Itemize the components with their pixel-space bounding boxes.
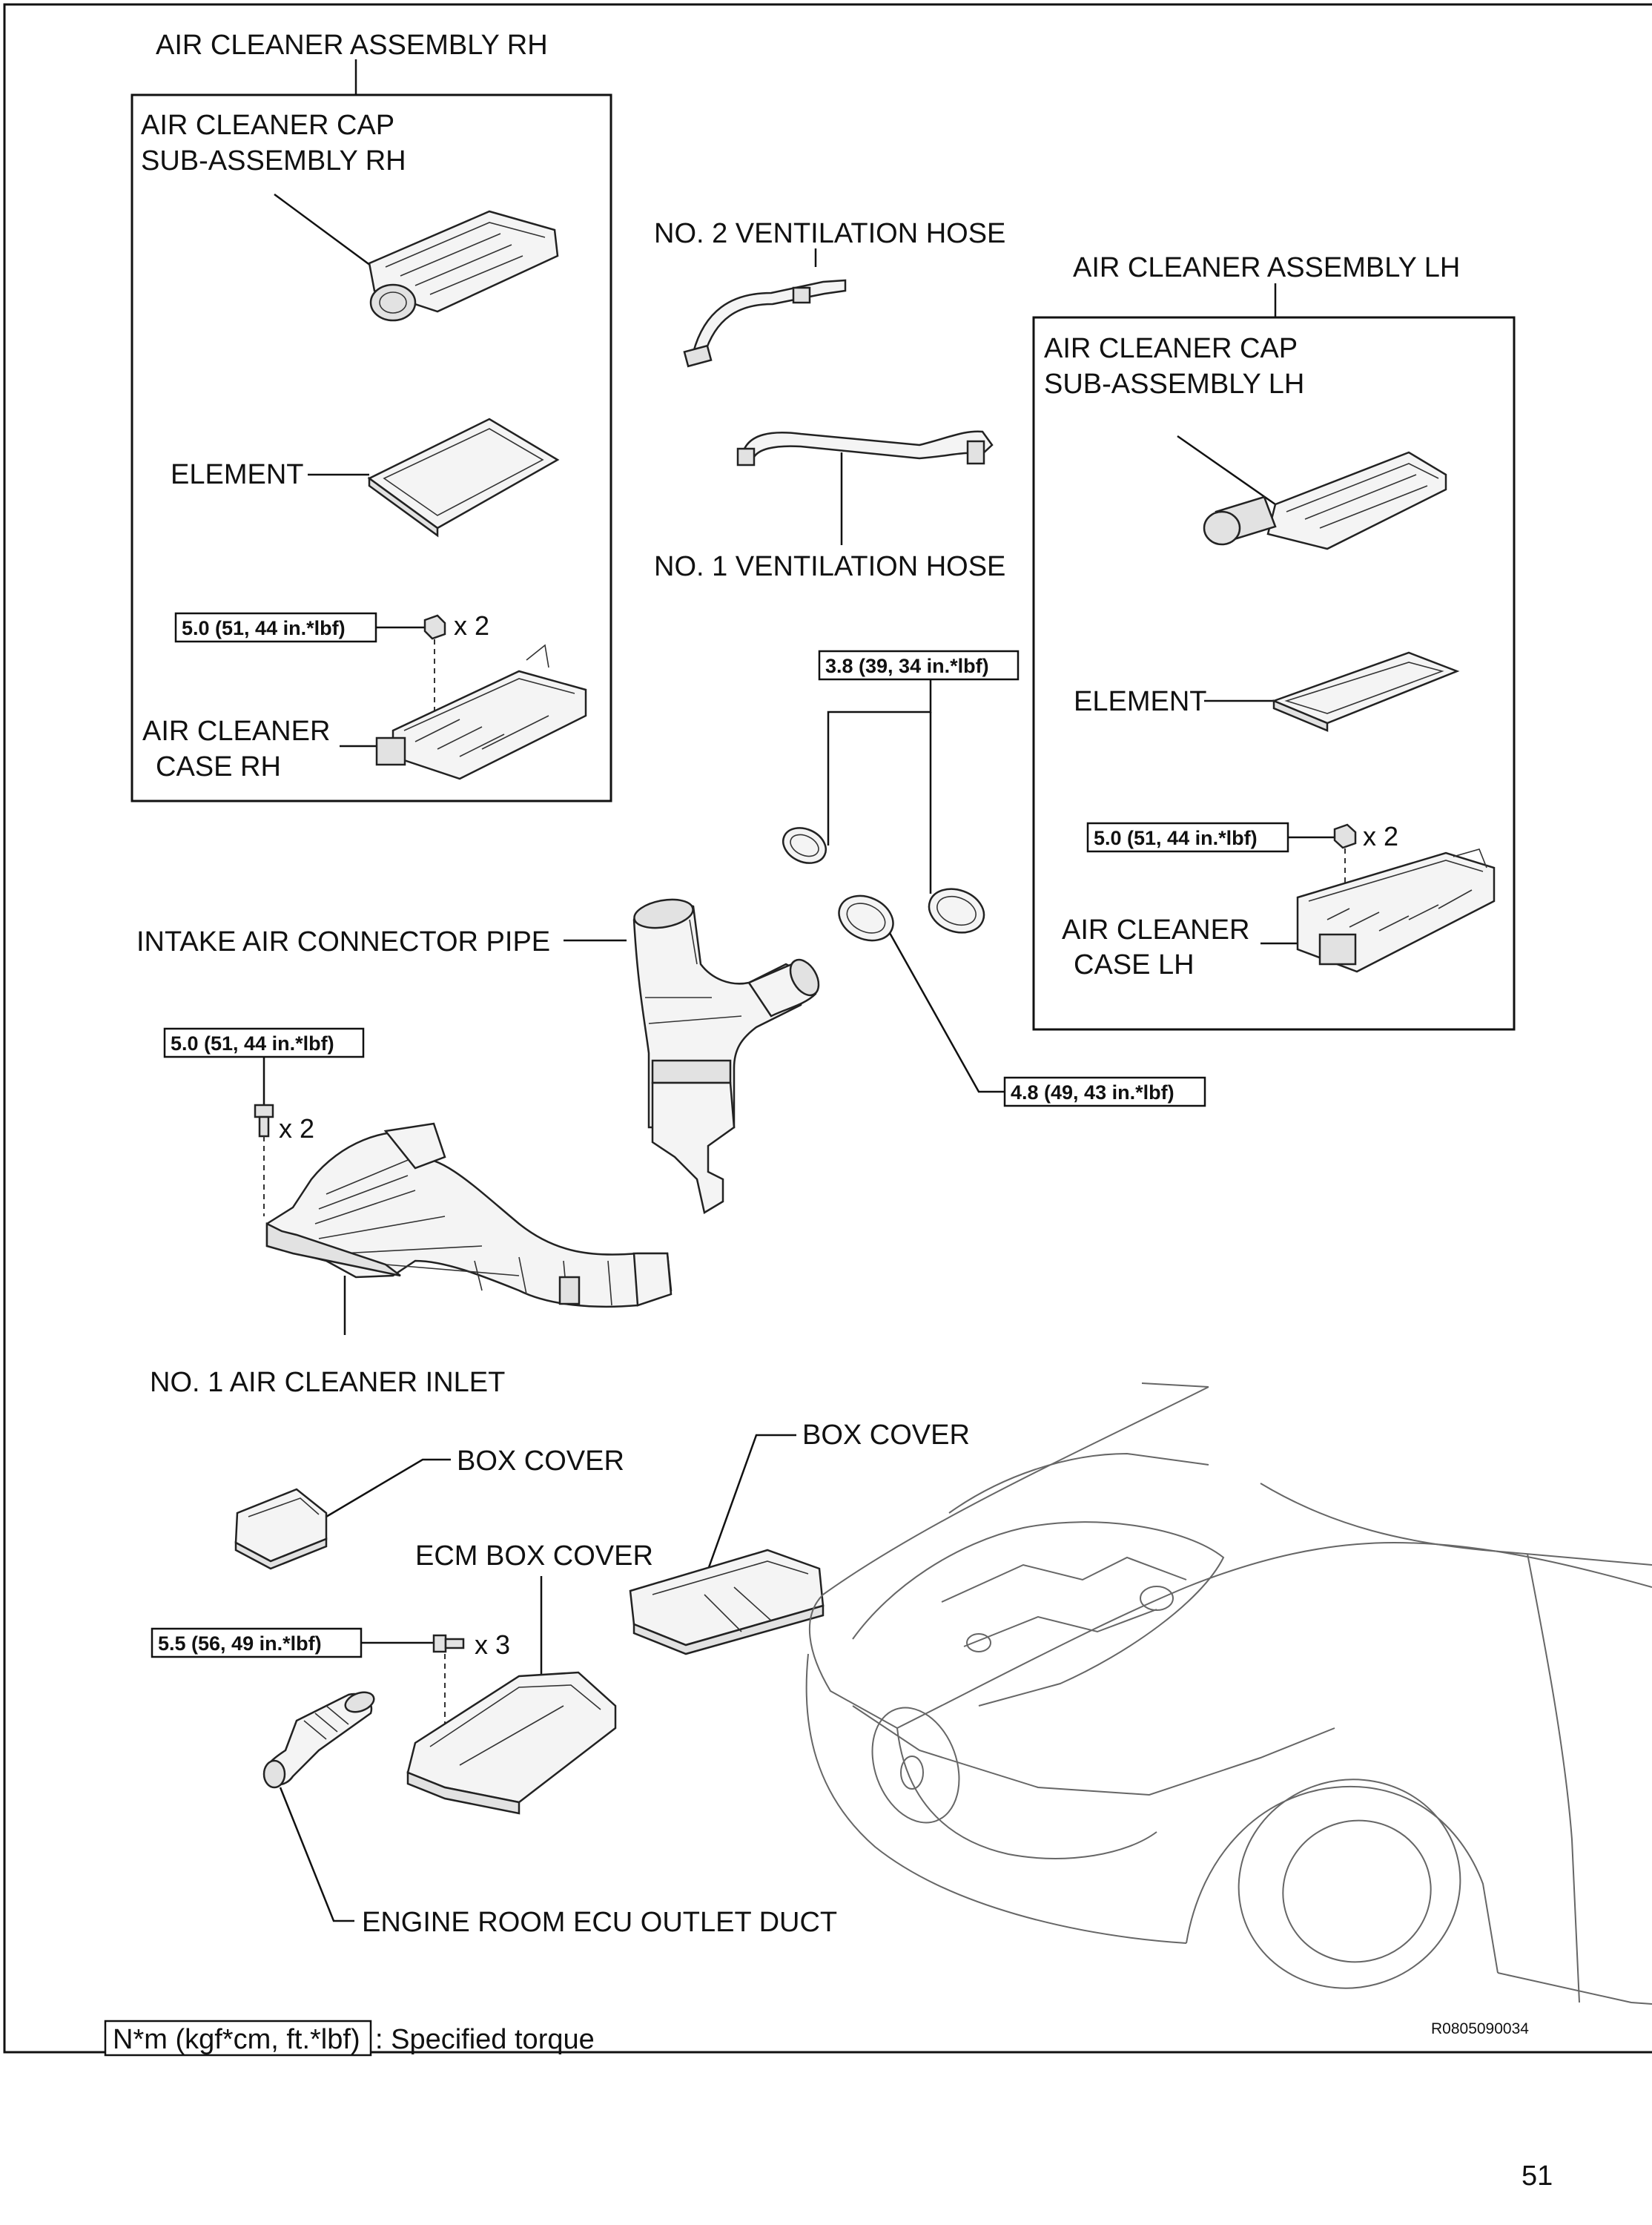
air-cleaner-case-rh-part (375, 644, 587, 780)
label-case-rh-1: AIR CLEANER (142, 716, 330, 747)
page-number: 51 (1522, 2160, 1553, 2192)
diagram-frame (3, 3, 1652, 2054)
torque-clamp-upper: 3.8 (39, 34 in.*lbf) (825, 655, 989, 677)
rh-assembly-box (130, 93, 612, 802)
hose-clamp-lower (838, 894, 894, 942)
bolt-icon (254, 1104, 274, 1138)
ventilation-hose-2-part (683, 279, 847, 368)
qty-ecm-cover: x 3 (475, 1629, 510, 1660)
air-cleaner-cap-rh-part (368, 210, 559, 322)
label-cap-lh-1: AIR CLEANER CAP (1044, 333, 1298, 364)
element-rh-part (367, 418, 560, 538)
label-cap-rh-2: SUB-ASSEMBLY RH (141, 145, 406, 177)
label-vent-hose-1: NO. 1 VENTILATION HOSE (654, 551, 1005, 582)
air-cleaner-case-lh-part (1296, 848, 1496, 973)
qty-rh-case: x 2 (454, 610, 489, 641)
label-element-lh: ELEMENT (1074, 686, 1206, 717)
label-box-cover-left: BOX COVER (457, 1446, 624, 1477)
ventilation-hose-1-part (736, 430, 994, 467)
hose-clamp-upper-left (782, 827, 827, 864)
label-ecu-outlet-duct: ENGINE ROOM ECU OUTLET DUCT (362, 1907, 837, 1938)
ecm-box-cover-part (406, 1671, 617, 1815)
intake-air-connector-pipe-part (632, 898, 820, 1214)
qty-lh-case: x 2 (1363, 821, 1398, 851)
label-cap-rh-1: AIR CLEANER CAP (141, 110, 394, 141)
bolt-icon (432, 1634, 465, 1653)
label-vent-hose-2: NO. 2 VENTILATION HOSE (654, 218, 1005, 249)
torque-rh-case: 5.0 (51, 44 in.*lbf) (182, 617, 346, 639)
torque-lh-case: 5.0 (51, 44 in.*lbf) (1094, 827, 1258, 849)
torque-inlet: 5.0 (51, 44 in.*lbf) (171, 1032, 334, 1055)
torque-clamp-lower: 4.8 (49, 43 in.*lbf) (1011, 1081, 1174, 1104)
air-cleaner-cap-lh-part (1203, 451, 1447, 550)
hose-clamp-upper-right (928, 888, 985, 934)
box-cover-left-part (234, 1488, 328, 1570)
label-box-cover-right: BOX COVER (802, 1420, 970, 1451)
label-case-lh-2: CASE LH (1074, 949, 1195, 980)
engine-room-ecu-outlet-duct-part (262, 1691, 375, 1789)
nut-icon (1333, 823, 1357, 849)
label-element-rh: ELEMENT (171, 459, 303, 490)
label-air-cleaner-assy-lh: AIR CLEANER ASSEMBLY LH (1073, 252, 1460, 283)
label-ecm-box-cover: ECM BOX COVER (415, 1540, 653, 1572)
label-case-lh-1: AIR CLEANER (1062, 914, 1249, 946)
torque-ecm-cover: 5.5 (56, 49 in.*lbf) (158, 1632, 322, 1655)
lh-assembly-box (1032, 316, 1516, 1031)
legend-torque-units: N*m (kgf*cm, ft.*lbf) (113, 2024, 360, 2055)
box-cover-right-part (629, 1549, 825, 1655)
label-case-rh-2: CASE RH (156, 751, 281, 782)
vehicle-front-illustration (805, 1382, 1652, 2005)
label-air-cleaner-assy-rh: AIR CLEANER ASSEMBLY RH (156, 30, 548, 61)
qty-inlet: x 2 (279, 1113, 314, 1144)
figure-code: R0805090034 (1431, 2020, 1529, 2037)
label-intake-pipe: INTAKE AIR CONNECTOR PIPE (136, 926, 550, 957)
no1-air-cleaner-inlet-part (265, 1122, 673, 1308)
label-inlet: NO. 1 AIR CLEANER INLET (150, 1367, 505, 1398)
legend-description: : Specified torque (375, 2024, 595, 2055)
element-lh-part (1271, 651, 1460, 732)
label-cap-lh-2: SUB-ASSEMBLY LH (1044, 369, 1304, 400)
nut-icon (423, 614, 446, 640)
